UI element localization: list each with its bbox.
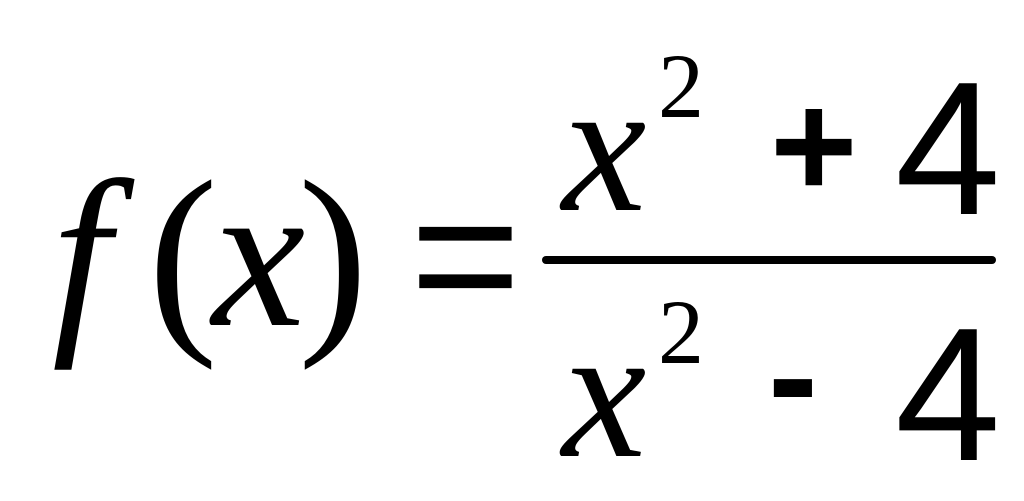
math-formula: f ( x ) = x 2 + 4 x 2 - 4: [52, 35, 1001, 490]
numerator-operator: +: [770, 61, 858, 229]
fraction-bar: [542, 256, 996, 264]
close-parenthesis: ): [298, 139, 368, 371]
equals-sign: =: [410, 149, 521, 361]
numerator-variable: x: [562, 42, 647, 252]
denominator-exponent: 2: [658, 281, 704, 383]
denominator-variable: x: [562, 288, 647, 498]
numerator-exponent: 2: [658, 35, 704, 137]
denominator-operator: -: [768, 291, 818, 459]
open-parenthesis: (: [148, 139, 218, 371]
function-name: f: [52, 139, 111, 371]
denominator-constant: 4: [895, 289, 1001, 501]
function-argument: x: [212, 139, 306, 371]
numerator-constant: 4: [895, 43, 1001, 255]
